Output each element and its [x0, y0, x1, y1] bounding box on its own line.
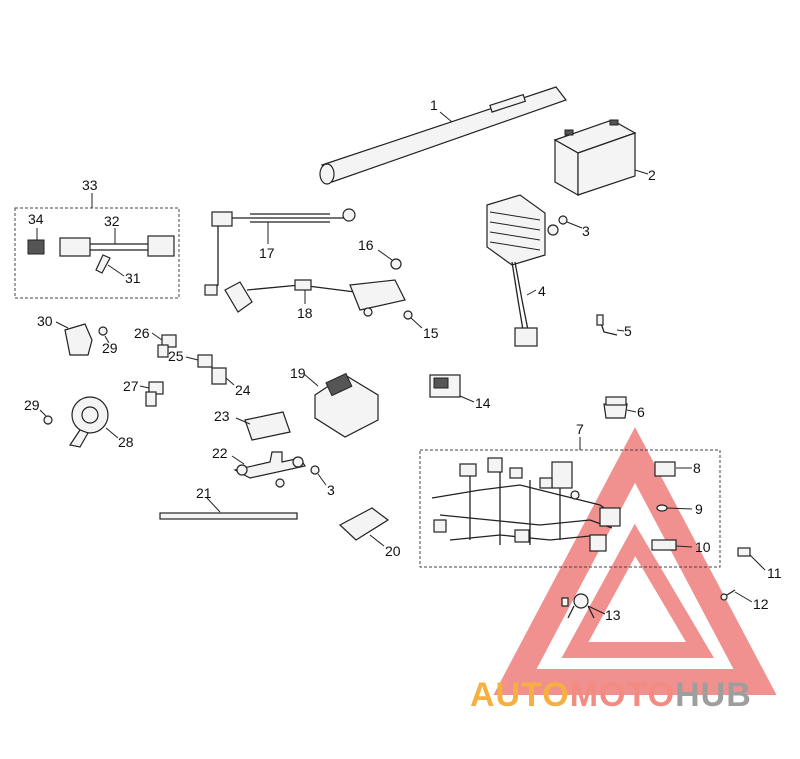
label-20: 20: [385, 543, 401, 559]
part-3-screw-b: [310, 465, 327, 486]
part-28-horn: [69, 396, 119, 448]
label-22: 22: [212, 445, 228, 461]
label-14: 14: [475, 395, 491, 411]
part-27-plug: [139, 381, 164, 407]
label-2: 2: [648, 167, 656, 183]
part-32-lead: [59, 228, 175, 257]
label-17: 17: [259, 245, 275, 261]
label-1: 1: [430, 97, 438, 113]
part-12-screw: [720, 589, 753, 603]
group-7-box: [419, 449, 721, 568]
part-19-cdi: [303, 372, 379, 438]
part-17-wire: [204, 208, 356, 296]
part-10-connector: [651, 539, 693, 551]
part-1-tube: [319, 86, 567, 185]
part-29-bolt-a: [98, 326, 110, 344]
label-8: 8: [693, 460, 701, 476]
part-3-screw: [547, 215, 583, 236]
part-2-battery: [553, 119, 649, 197]
label-7: 7: [576, 421, 584, 437]
label-25: 25: [168, 348, 184, 364]
part-16-nut: [377, 249, 402, 270]
part-4-regulator: [486, 194, 546, 347]
label-26: 26: [134, 325, 150, 341]
label-13: 13: [605, 607, 621, 623]
part-7-harness: [431, 457, 621, 552]
label-12: 12: [753, 596, 769, 612]
label-29-lower: 29: [24, 397, 40, 413]
watermark-logo-text: AUTOMOTOHUB: [470, 676, 752, 715]
part-22-bracket: [231, 451, 306, 488]
label-28: 28: [118, 434, 134, 450]
logo-part-hub: HUB: [675, 676, 752, 714]
label-19: 19: [290, 365, 306, 381]
part-14-relay: [429, 374, 475, 403]
logo-part-auto: AUTO: [470, 676, 570, 714]
part-9-pin: [656, 504, 693, 512]
part-18-coil: [224, 279, 406, 317]
label-30: 30: [37, 313, 53, 329]
label-29-upper: 29: [102, 340, 118, 356]
label-34: 34: [28, 211, 44, 227]
label-18: 18: [297, 305, 313, 321]
part-25-bulb: [185, 354, 213, 368]
part-6-cap: [603, 396, 637, 419]
part-34-connector: [27, 228, 45, 255]
logo-part-moto: MOTO: [569, 676, 676, 714]
part-23-bracket: [235, 411, 291, 441]
label-16: 16: [358, 237, 374, 253]
label-6: 6: [637, 404, 645, 420]
part-11-bolt: [737, 547, 766, 571]
part-21-rod: [159, 497, 298, 520]
label-3-upper: 3: [582, 223, 590, 239]
part-29-bolt-b: [39, 409, 53, 425]
label-23: 23: [214, 408, 230, 424]
part-15-screw: [403, 310, 423, 329]
part-30-bracket: [55, 321, 93, 356]
label-24: 24: [235, 382, 251, 398]
label-27: 27: [123, 378, 139, 394]
part-5-wire: [596, 314, 625, 336]
label-11: 11: [767, 565, 782, 581]
part-20-cover: [338, 507, 390, 547]
group-33-box: [14, 207, 180, 299]
label-9: 9: [695, 501, 703, 517]
part-31-clip: [95, 254, 125, 277]
label-4: 4: [538, 283, 546, 299]
label-33: 33: [82, 177, 98, 193]
label-15: 15: [423, 325, 439, 341]
part-8-connector: [654, 461, 692, 477]
part-13-clamp: [561, 593, 606, 619]
label-3-lower: 3: [327, 482, 335, 498]
part-26-bulb: [151, 332, 177, 358]
label-21: 21: [196, 485, 212, 501]
label-32: 32: [104, 213, 120, 229]
watermark-triangle: [493, 427, 777, 695]
label-10: 10: [695, 539, 711, 555]
part-24-bulb: [211, 367, 235, 386]
label-5: 5: [624, 323, 632, 339]
label-31: 31: [125, 270, 141, 286]
